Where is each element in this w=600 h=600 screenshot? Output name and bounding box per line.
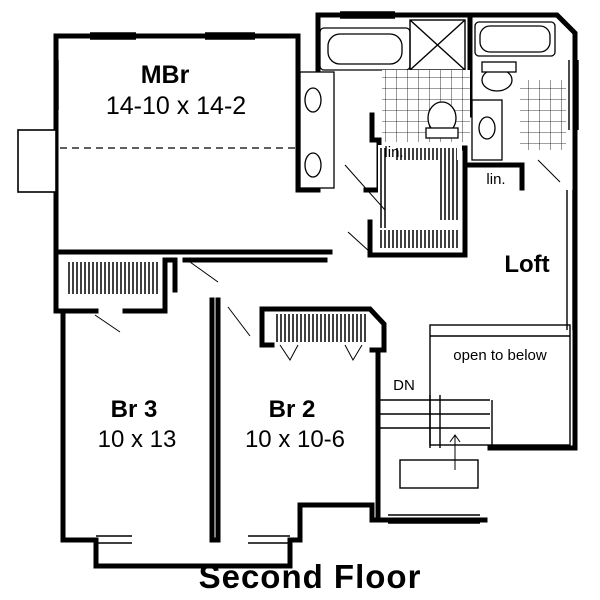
room-size-mbr: 14-10 x 14-2	[106, 92, 246, 120]
stair	[380, 324, 571, 489]
room-size-br2: 10 x 10-6	[245, 426, 345, 453]
room-labels: MBr 14-10 x 14-2 Br 3 10 x 13 Br 2 10 x …	[98, 61, 550, 595]
room-name-loft: Loft	[504, 251, 549, 278]
stair-down-label: DN	[393, 377, 415, 394]
room-name-br3: Br 3	[111, 396, 158, 423]
plan-title: Second Floor	[199, 558, 422, 595]
open-to-below-label: open to below	[453, 347, 547, 364]
windows	[17, 11, 579, 544]
closets	[66, 262, 368, 362]
room-name-br2: Br 2	[269, 396, 316, 423]
linen-label-1: lin.	[384, 144, 403, 161]
hall-bath-fixtures	[471, 21, 566, 183]
room-name-mbr: MBr	[141, 61, 190, 89]
door-swings	[94, 261, 251, 337]
linen-label-2: lin.	[486, 171, 505, 188]
room-size-br3: 10 x 13	[98, 426, 177, 453]
master-bath-fixtures	[299, 19, 470, 253]
